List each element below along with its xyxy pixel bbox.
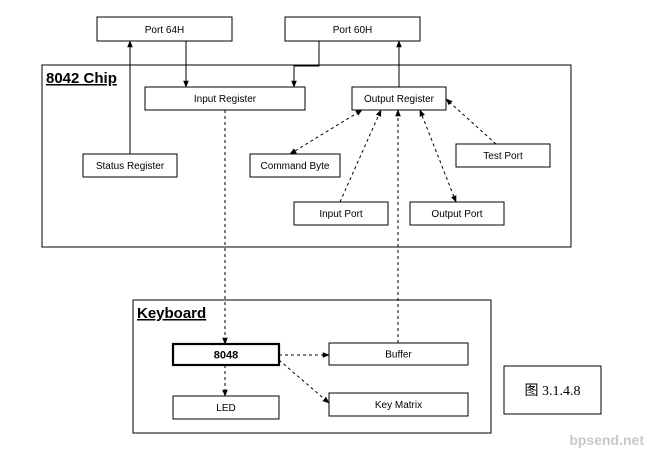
port-64h-box: Port 64H	[96, 16, 233, 42]
command-byte-label: Command Byte	[261, 161, 330, 172]
output-register-label: Output Register	[364, 94, 435, 105]
chip-8042-title: 8042 Chip	[46, 70, 117, 87]
arrow-command-byte-output-register	[289, 109, 363, 155]
arrow-output-register-output-port	[419, 109, 457, 203]
input-register-label: Input Register	[194, 94, 257, 105]
watermark-text: bpsend.net	[569, 432, 644, 448]
arrow-test-port-to-output-register	[445, 98, 497, 145]
dashed-connectors	[222, 98, 497, 404]
command-byte-box: Command Byte	[249, 153, 341, 178]
led-label: LED	[216, 403, 235, 414]
arrow-input-port-to-output-register	[339, 109, 382, 203]
arrow-port60-to-input-register	[291, 41, 320, 88]
output-register-box: Output Register	[351, 86, 447, 111]
port-60h-label: Port 60H	[333, 25, 372, 36]
figure-caption: 图 3.1.4.8	[525, 384, 581, 399]
test-port-box: Test Port	[455, 143, 551, 168]
input-register-box: Input Register	[144, 86, 306, 111]
status-register-box: Status Register	[82, 153, 178, 178]
solid-connectors	[127, 40, 402, 154]
input-port-box: Input Port	[293, 201, 389, 226]
led-box: LED	[172, 395, 280, 420]
key-matrix-label: Key Matrix	[375, 400, 422, 411]
keyboard-title: Keyboard	[137, 305, 206, 322]
buffer-label: Buffer	[385, 350, 412, 361]
port-60h-box: Port 60H	[284, 16, 421, 42]
test-port-label: Test Port	[483, 151, 523, 162]
figure-caption-box: 图 3.1.4.8	[503, 365, 602, 415]
controller-8048-label: 8048	[214, 350, 238, 362]
key-matrix-box: Key Matrix	[328, 392, 469, 417]
port-64h-label: Port 64H	[145, 25, 184, 36]
controller-8048-box: 8048	[171, 342, 281, 367]
output-port-label: Output Port	[431, 209, 482, 220]
status-register-label: Status Register	[96, 161, 165, 172]
buffer-box: Buffer	[328, 342, 469, 366]
output-port-box: Output Port	[409, 201, 505, 226]
arrow-8048-to-key-matrix	[278, 359, 330, 404]
input-port-label: Input Port	[319, 209, 363, 220]
